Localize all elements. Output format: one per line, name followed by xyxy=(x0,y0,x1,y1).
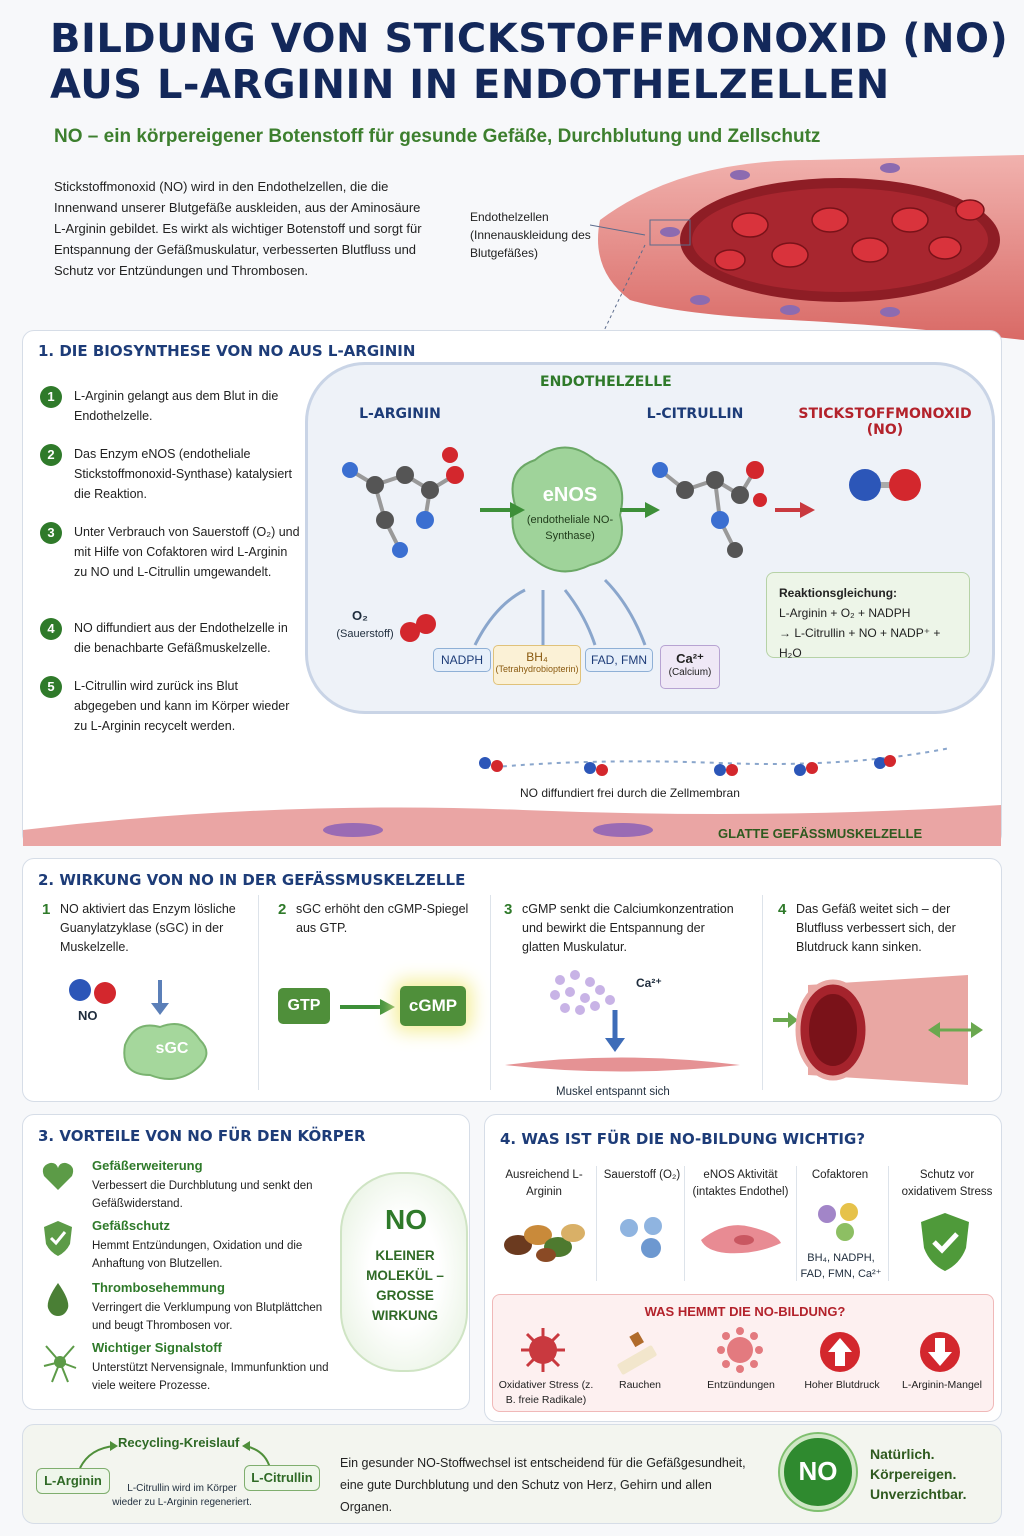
cell-label: ENDOTHELZELLE xyxy=(540,374,672,390)
blood-vessel-illustration xyxy=(598,155,1024,340)
shield-check-icon xyxy=(921,1213,969,1271)
calcium-muscle-illustration xyxy=(505,970,740,1072)
radical-icon xyxy=(521,1328,565,1372)
need-item: Schutz vor oxidativem Stress xyxy=(901,1169,993,1198)
gtp-arrow xyxy=(340,999,395,1015)
cigarette-icon xyxy=(617,1331,657,1375)
inflammation-icon xyxy=(717,1327,763,1373)
subtitle: NO – ein körpereigener Botenstoff für ge… xyxy=(54,126,821,147)
cofactor-nadph: NADPH xyxy=(433,648,491,672)
no-label: STICKSTOFFMONOXID (NO) xyxy=(798,406,972,438)
footer-badge-text: NO xyxy=(798,1456,838,1486)
oxygen-molecule-icon xyxy=(620,1217,662,1258)
food-icon xyxy=(504,1224,585,1262)
need-item: Cofaktoren xyxy=(811,1169,869,1181)
o2-label: O₂ xyxy=(352,608,368,623)
divider xyxy=(490,895,491,1090)
shield-icon xyxy=(44,1221,72,1256)
endothel-label: Endothelzellen (Innenauskleidung des Blu… xyxy=(470,210,591,260)
gtp-box: GTP xyxy=(278,988,330,1024)
reaction-equation: Reaktionsgleichung: L-Arginin + O₂ + NAD… xyxy=(766,572,970,660)
section1-title: 1. DIE BIOSYNTHESE VON NO AUS L-ARGININ xyxy=(38,342,416,360)
no-text: NO xyxy=(78,1008,98,1023)
divider xyxy=(596,1166,597,1281)
enos-sublabel: (endotheliale NO-Synthase) xyxy=(526,514,614,542)
inhibitor-item: Rauchen xyxy=(618,1379,662,1391)
drop-icon xyxy=(47,1283,69,1316)
reaction-arrows xyxy=(480,502,815,518)
o2-molecule xyxy=(400,614,436,642)
arginin-label: L-ARGININ xyxy=(359,406,441,422)
muscle-cell-label: GLATTE GEFÄSSMUSKELZELLE xyxy=(718,826,923,841)
inhibitor-item: Oxidativer Stress (z. B. freie Radikale) xyxy=(498,1379,594,1406)
arginin-molecule xyxy=(342,447,464,558)
inhibitor-item: Entzündungen xyxy=(707,1379,775,1391)
footer-no-badge xyxy=(780,1434,856,1510)
neuron-icon xyxy=(43,1345,77,1383)
intro-text: Stickstoffmonoxid (NO) wird in den Endot… xyxy=(54,179,422,278)
title-line-1: BILDUNG VON STICKSTOFFMONOXID (NO) xyxy=(50,16,1009,62)
need-item: Ausreichend L-Arginin xyxy=(505,1169,583,1198)
inhibit-title: WAS HEMMT DIE NO-BILDUNG? xyxy=(644,1304,846,1319)
footer-statement: Ein gesunder NO-Stoffwechsel ist entsche… xyxy=(340,1456,746,1514)
calcium-label: Ca²⁺ xyxy=(636,976,662,990)
recycle-citrullin: L-Citrullin xyxy=(244,1465,320,1491)
o2-sublabel: (Sauerstoff) xyxy=(336,628,394,640)
cofactor-fad: FAD, FMN xyxy=(585,648,653,672)
smooth-muscle-cell xyxy=(23,805,1001,846)
cofactor-arrows xyxy=(473,578,647,646)
diffusion-label: NO diffundiert frei durch die Zellmembra… xyxy=(520,786,740,800)
heart-icon xyxy=(42,1162,74,1190)
citrullin-molecule xyxy=(652,461,767,558)
recycle-note: L-Citrullin wird im Körper wieder zu L-A… xyxy=(112,1483,252,1508)
cofactor-bh4: BH₄ (Tetrahydrobiopterin) xyxy=(493,645,581,685)
badge-text: KLEINER MOLEKÜL – GROSSE WIRKUNG xyxy=(366,1248,444,1323)
inhibitor-item: L-Arginin-Mangel xyxy=(902,1379,982,1391)
enos-label: eNOS xyxy=(542,484,598,506)
badge-no: NO xyxy=(385,1204,427,1235)
divider xyxy=(762,895,763,1090)
cofactor-list: BH₄, NADPH, FAD, FMN, Ca²⁺ xyxy=(800,1252,882,1280)
dilated-vessel-illustration xyxy=(773,975,983,1085)
footer-tagline: Natürlich. Körpereigen. Unverzichtbar. xyxy=(870,1446,967,1502)
inhibitor-item: Hoher Blutdruck xyxy=(804,1379,880,1391)
pointer-line xyxy=(590,224,646,361)
recycle-arginin: L-Arginin xyxy=(36,1468,110,1494)
no-badge-oval xyxy=(340,1172,468,1372)
title-line-2: AUS L-ARGININ IN ENDOTHELZELLEN xyxy=(50,62,890,108)
need-item: eNOS Aktivität (intaktes Endothel) xyxy=(692,1169,789,1198)
endothel-cell-icon xyxy=(701,1225,781,1254)
page-title: BILDUNG VON STICKSTOFFMONOXID (NO) AUS L… xyxy=(50,16,1008,108)
divider xyxy=(796,1166,797,1281)
cofactor-icon xyxy=(818,1203,858,1241)
section4-title: 4. WAS IST FÜR DIE NO-BILDUNG WICHTIG? xyxy=(500,1130,866,1148)
no-diffusion-path xyxy=(479,747,951,776)
arrow-up-icon xyxy=(820,1332,860,1372)
cofactor-calcium: Ca²⁺ (Calcium) xyxy=(660,645,720,689)
no-sgc-illustration xyxy=(69,979,208,1080)
section2-title: 2. WIRKUNG VON NO IN DER GEFÄSSMUSKELZEL… xyxy=(38,871,466,889)
cgmp-box: cGMP xyxy=(400,986,466,1026)
divider xyxy=(684,1166,685,1281)
divider xyxy=(888,1166,889,1281)
section3-title: 3. VORTEILE VON NO FÜR DEN KÖRPER xyxy=(38,1127,366,1145)
no-molecule xyxy=(849,469,921,501)
sgc-label: sGC xyxy=(155,1040,189,1057)
citrullin-label: L-CITRULLIN xyxy=(646,406,744,422)
divider xyxy=(258,895,259,1090)
recycle-title: Recycling-Kreislauf xyxy=(118,1435,240,1450)
arrow-down-icon xyxy=(920,1332,960,1372)
muscle-relax-label: Muskel entspannt sich xyxy=(556,1086,670,1098)
need-item: Sauerstoff (O₂) xyxy=(603,1169,681,1181)
